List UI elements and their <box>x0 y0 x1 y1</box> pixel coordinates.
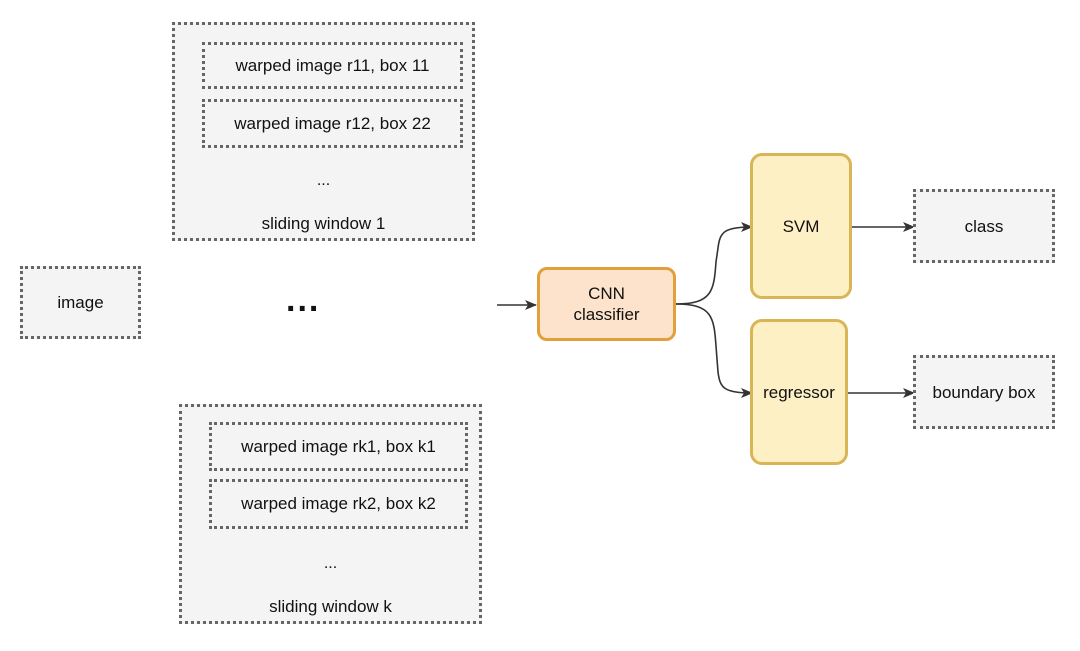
sliding-window-1-ellipsis: ... <box>316 172 331 189</box>
regressor-node: regressor <box>750 319 848 465</box>
warped-image-r12-box: warped image r12, box 22 <box>202 99 463 148</box>
warped-image-rk1-box: warped image rk1, box k1 <box>209 422 468 471</box>
edge-cnn-to-regressor <box>675 303 753 398</box>
sliding-window-k-ellipsis: ... <box>323 555 338 572</box>
boundary-box-node: boundary box <box>913 355 1055 429</box>
sliding-window-k-group: warped image rk1, box k1 warped image rk… <box>179 404 482 624</box>
cnn-label-line-2: classifier <box>573 305 640 324</box>
cnn-label-line-1: CNN <box>588 284 625 303</box>
svm-node: SVM <box>750 153 852 299</box>
image-node: image <box>20 266 141 339</box>
warped-image-r11-label: warped image r11, box 11 <box>235 55 430 75</box>
middle-ellipsis: ... <box>286 281 321 319</box>
sliding-window-1-label: sliding window 1 <box>261 214 386 233</box>
warped-image-r11-box: warped image r11, box 11 <box>202 42 463 89</box>
boundary-box-label: boundary box <box>932 382 1036 402</box>
class-node: class <box>913 189 1055 263</box>
warped-image-rk2-label: warped image rk2, box k2 <box>241 494 436 513</box>
warped-image-r12-label: warped image r12, box 22 <box>234 113 431 133</box>
cnn-classifier-node: CNN classifier <box>537 267 676 341</box>
svm-label: SVM <box>782 216 820 236</box>
class-label: class <box>964 216 1004 236</box>
sliding-window-k-label: sliding window k <box>269 597 392 616</box>
edge-cnn-to-svm <box>675 222 753 305</box>
image-node-label: image <box>57 293 104 312</box>
sliding-window-1-group: warped image r11, box 11 warped image r1… <box>172 22 475 241</box>
warped-image-rk1-label: warped image rk1, box k1 <box>241 436 436 456</box>
warped-image-rk2-box: warped image rk2, box k2 <box>209 479 468 529</box>
regressor-label: regressor <box>763 382 835 402</box>
